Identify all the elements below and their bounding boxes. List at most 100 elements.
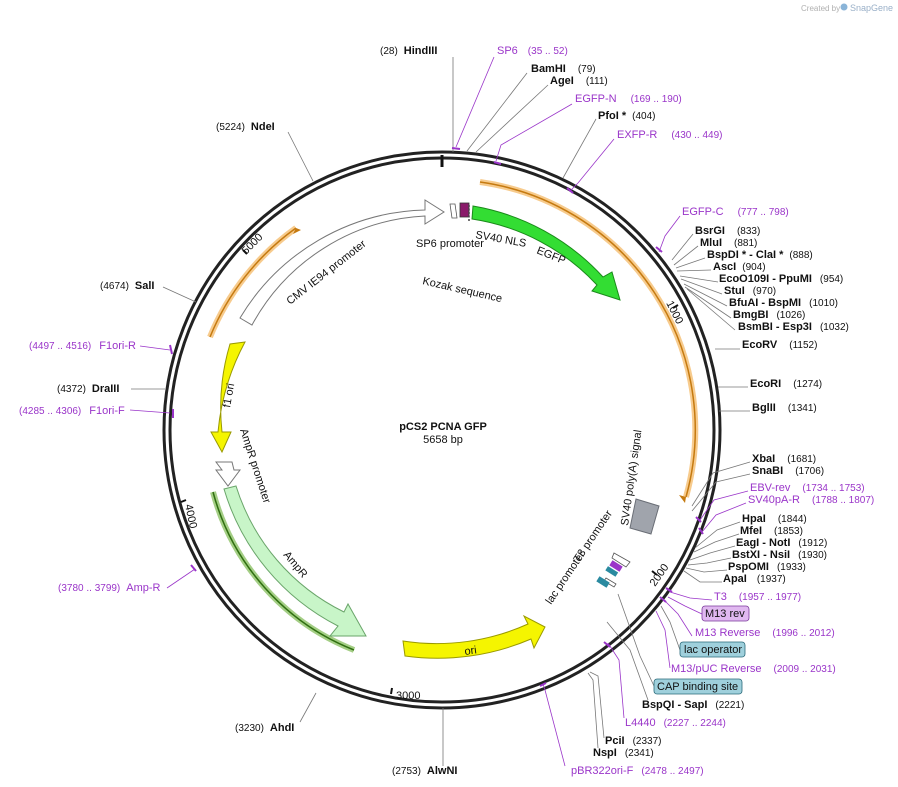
- site-label-ahdi: AhdI: [270, 722, 294, 734]
- site-pos-snabi: (1706): [795, 466, 824, 477]
- leader-lines: [129, 56, 751, 767]
- orf-band-egfp-line: [479, 181, 696, 498]
- site-pos-mlui: (881): [734, 238, 757, 249]
- svg-text:(4674)SalI: (4674)SalI: [100, 280, 154, 292]
- site-label-bamhi: BamHI: [531, 63, 566, 75]
- orf-band-egfp-arrow: [679, 495, 686, 503]
- credit-brand: SnapGene: [850, 3, 893, 13]
- primer-label-egfp-n: EGFP-N: [575, 93, 617, 105]
- primer-label-sp6: SP6: [497, 45, 518, 57]
- svg-text:M13 Reverse(1996 .. 2012): M13 Reverse(1996 .. 2012): [695, 627, 835, 639]
- svg-text:AscI(904): AscI(904): [713, 261, 766, 273]
- lac-operator-label-box: [679, 641, 746, 658]
- backbone-outer-strand: [162, 150, 722, 710]
- site-label-draiii: DraIII: [92, 383, 120, 395]
- svg-text:EcoRV(1152): EcoRV(1152): [742, 339, 817, 351]
- svg-text:MluI(881): MluI (881): [700, 237, 757, 249]
- site-label-ndei: NdeI: [251, 121, 275, 133]
- svg-text:BglII(1341): BglII (1341): [752, 402, 817, 414]
- primer-pos-l4440: (2227 .. 2244): [664, 718, 726, 729]
- m13-rev-label-box: [701, 605, 750, 622]
- svg-text:BspDI * - ClaI *(888): BspDI * - ClaI * (888): [707, 249, 813, 261]
- site-label-bsmbi-esp3i: BsmBI - Esp3I: [738, 321, 812, 333]
- kozak-label: Kozak sequence: [421, 275, 503, 305]
- site-pos-ecoo109i-ppumi: (954): [820, 274, 843, 285]
- f1-ori-label: f1 ori: [221, 382, 237, 408]
- svg-text:NspI(2341): NspI(2341): [593, 747, 654, 759]
- ori-arrow: [402, 614, 546, 659]
- primer-pos-f1ori-r: (4497 .. 4516): [29, 341, 91, 352]
- tick-label-2000: 2000: [648, 562, 672, 589]
- primer-label-t3: T3: [714, 591, 727, 603]
- t3-promoter-arrow: [611, 552, 631, 568]
- orf-band-ampr-line: [212, 491, 355, 651]
- primer-pos-amp-r: (3780 .. 3799): [58, 583, 120, 594]
- svg-text:pBR322ori-F(2478 .. 2497): pBR322ori-F(2478 .. 2497): [571, 765, 704, 777]
- site-pos-pspomi: (1933): [777, 562, 806, 573]
- plasmid-size: 5658 bp: [423, 434, 463, 446]
- site-label-ecori: EcoRI: [750, 378, 781, 390]
- primer-label-m13-rev: M13 rev: [705, 608, 745, 620]
- site-label-bspdi-clai: BspDI * - ClaI *: [707, 249, 784, 261]
- tick-label-3000: 3000: [396, 690, 420, 702]
- plasmid-name: pCS2 PCNA GFP: [399, 421, 487, 433]
- site-pos-bamhi: (79): [578, 64, 596, 75]
- site-pos-ndei: (5224): [216, 122, 245, 133]
- m13-rev-box: [609, 560, 623, 572]
- tick-2000: [651, 570, 658, 576]
- primer-label-m13-puc-reverse: M13/pUC Reverse: [671, 663, 761, 675]
- primer-pos-egfp-n: (169 .. 190): [631, 94, 682, 105]
- primer-label-exfp-r: EXFP-R: [617, 129, 657, 141]
- site-pos-bsmbi-esp3i: (1032): [820, 322, 849, 333]
- site-label-bglii: BglII: [752, 402, 776, 414]
- primer-pos-exfp-r: (430 .. 449): [671, 130, 722, 141]
- site-pos-bspqi-sapi: (2221): [715, 700, 744, 711]
- site-pos-sali: (4674): [100, 281, 129, 292]
- svg-text:EBV-rev(1734 .. 1753): EBV-rev(1734 .. 1753): [750, 482, 865, 494]
- svg-text:EGFP-C(777 .. 798): EGFP-C(777 .. 798): [682, 206, 789, 218]
- svg-text:PspOMI(1933): PspOMI(1933): [728, 561, 806, 573]
- primer-pos-sp6: (35 .. 52): [528, 46, 568, 57]
- cmv-promoter-label: CMV IE94 promoter: [284, 238, 368, 308]
- primer-label-f1ori-f: F1ori-F: [89, 405, 125, 417]
- site-pos-stui: (970): [753, 286, 776, 297]
- svg-text:MfeI(1853): MfeI(1853): [740, 525, 803, 537]
- ori-label: ori: [464, 644, 478, 658]
- lac-operator-box: [605, 566, 619, 577]
- svg-text:(2753)AlwNI: (2753)AlwNI: [392, 765, 457, 777]
- site-label-ecoo109i-ppumi: EcoO109I - PpuMI: [719, 273, 812, 285]
- primer-label-pbr322ori-f: pBR322ori-F: [571, 765, 634, 777]
- svg-text:(4372)DraIII: (4372)DraIII: [57, 383, 119, 395]
- primer-pos-ebv-rev: (1734 .. 1753): [802, 483, 864, 494]
- svg-text:L4440(2227 .. 2244): L4440(2227 .. 2244): [625, 717, 726, 729]
- sv40-nls-box: [459, 202, 470, 218]
- tick-3000: [390, 687, 393, 695]
- f1-ori-arrow: [210, 341, 246, 454]
- site-label-hpai: HpaI: [742, 513, 766, 525]
- svg-text:(28)HindIII: (28)HindIII: [380, 45, 437, 57]
- svg-text:BamHI(79): BamHI (79): [531, 63, 596, 75]
- primer-label-m13-reverse: M13 Reverse: [695, 627, 760, 639]
- site-pos-bspdi-clai: (888): [789, 250, 812, 261]
- svg-text:StuI(970): StuI(970): [724, 285, 776, 297]
- svg-text:EXFP-R(430 .. 449): EXFP-R (430 .. 449): [617, 129, 723, 141]
- svg-text:(3780 .. 3799)Amp-R: (3780 .. 3799)Amp-R: [58, 582, 161, 594]
- site-label-mfei: MfeI: [740, 525, 762, 537]
- map-labels: (28)HindIII SP6 (35 .. 52) BamHI (79) AgeI…: [19, 45, 874, 777]
- svg-text:EcoO109I - PpuMI(954): EcoO109I - PpuMI (954): [719, 273, 843, 285]
- site-label-apai: ApaI: [723, 573, 747, 585]
- tick-label-4000: 4000: [182, 503, 199, 529]
- site-label-mlui: MluI: [700, 237, 722, 249]
- site-label-asci: AscI: [713, 261, 736, 273]
- site-pos-bmgbi: (1026): [776, 310, 805, 321]
- site-pos-bsrgi: (833): [737, 226, 760, 237]
- orf-band-cmv-line: [209, 227, 297, 338]
- snapgene-credit: Created by SnapGene: [801, 3, 893, 13]
- site-pos-ahdi: (3230): [235, 723, 264, 734]
- site-pos-bfuai-bspmi: (1010): [809, 298, 838, 309]
- svg-text:XbaI(1681): XbaI(1681): [752, 453, 816, 465]
- svg-text:AgeI(111): AgeI(111): [550, 75, 608, 87]
- site-label-agei: AgeI: [550, 75, 574, 87]
- site-pos-hindiii: (28): [380, 46, 398, 57]
- site-pos-bglii: (1341): [788, 403, 817, 414]
